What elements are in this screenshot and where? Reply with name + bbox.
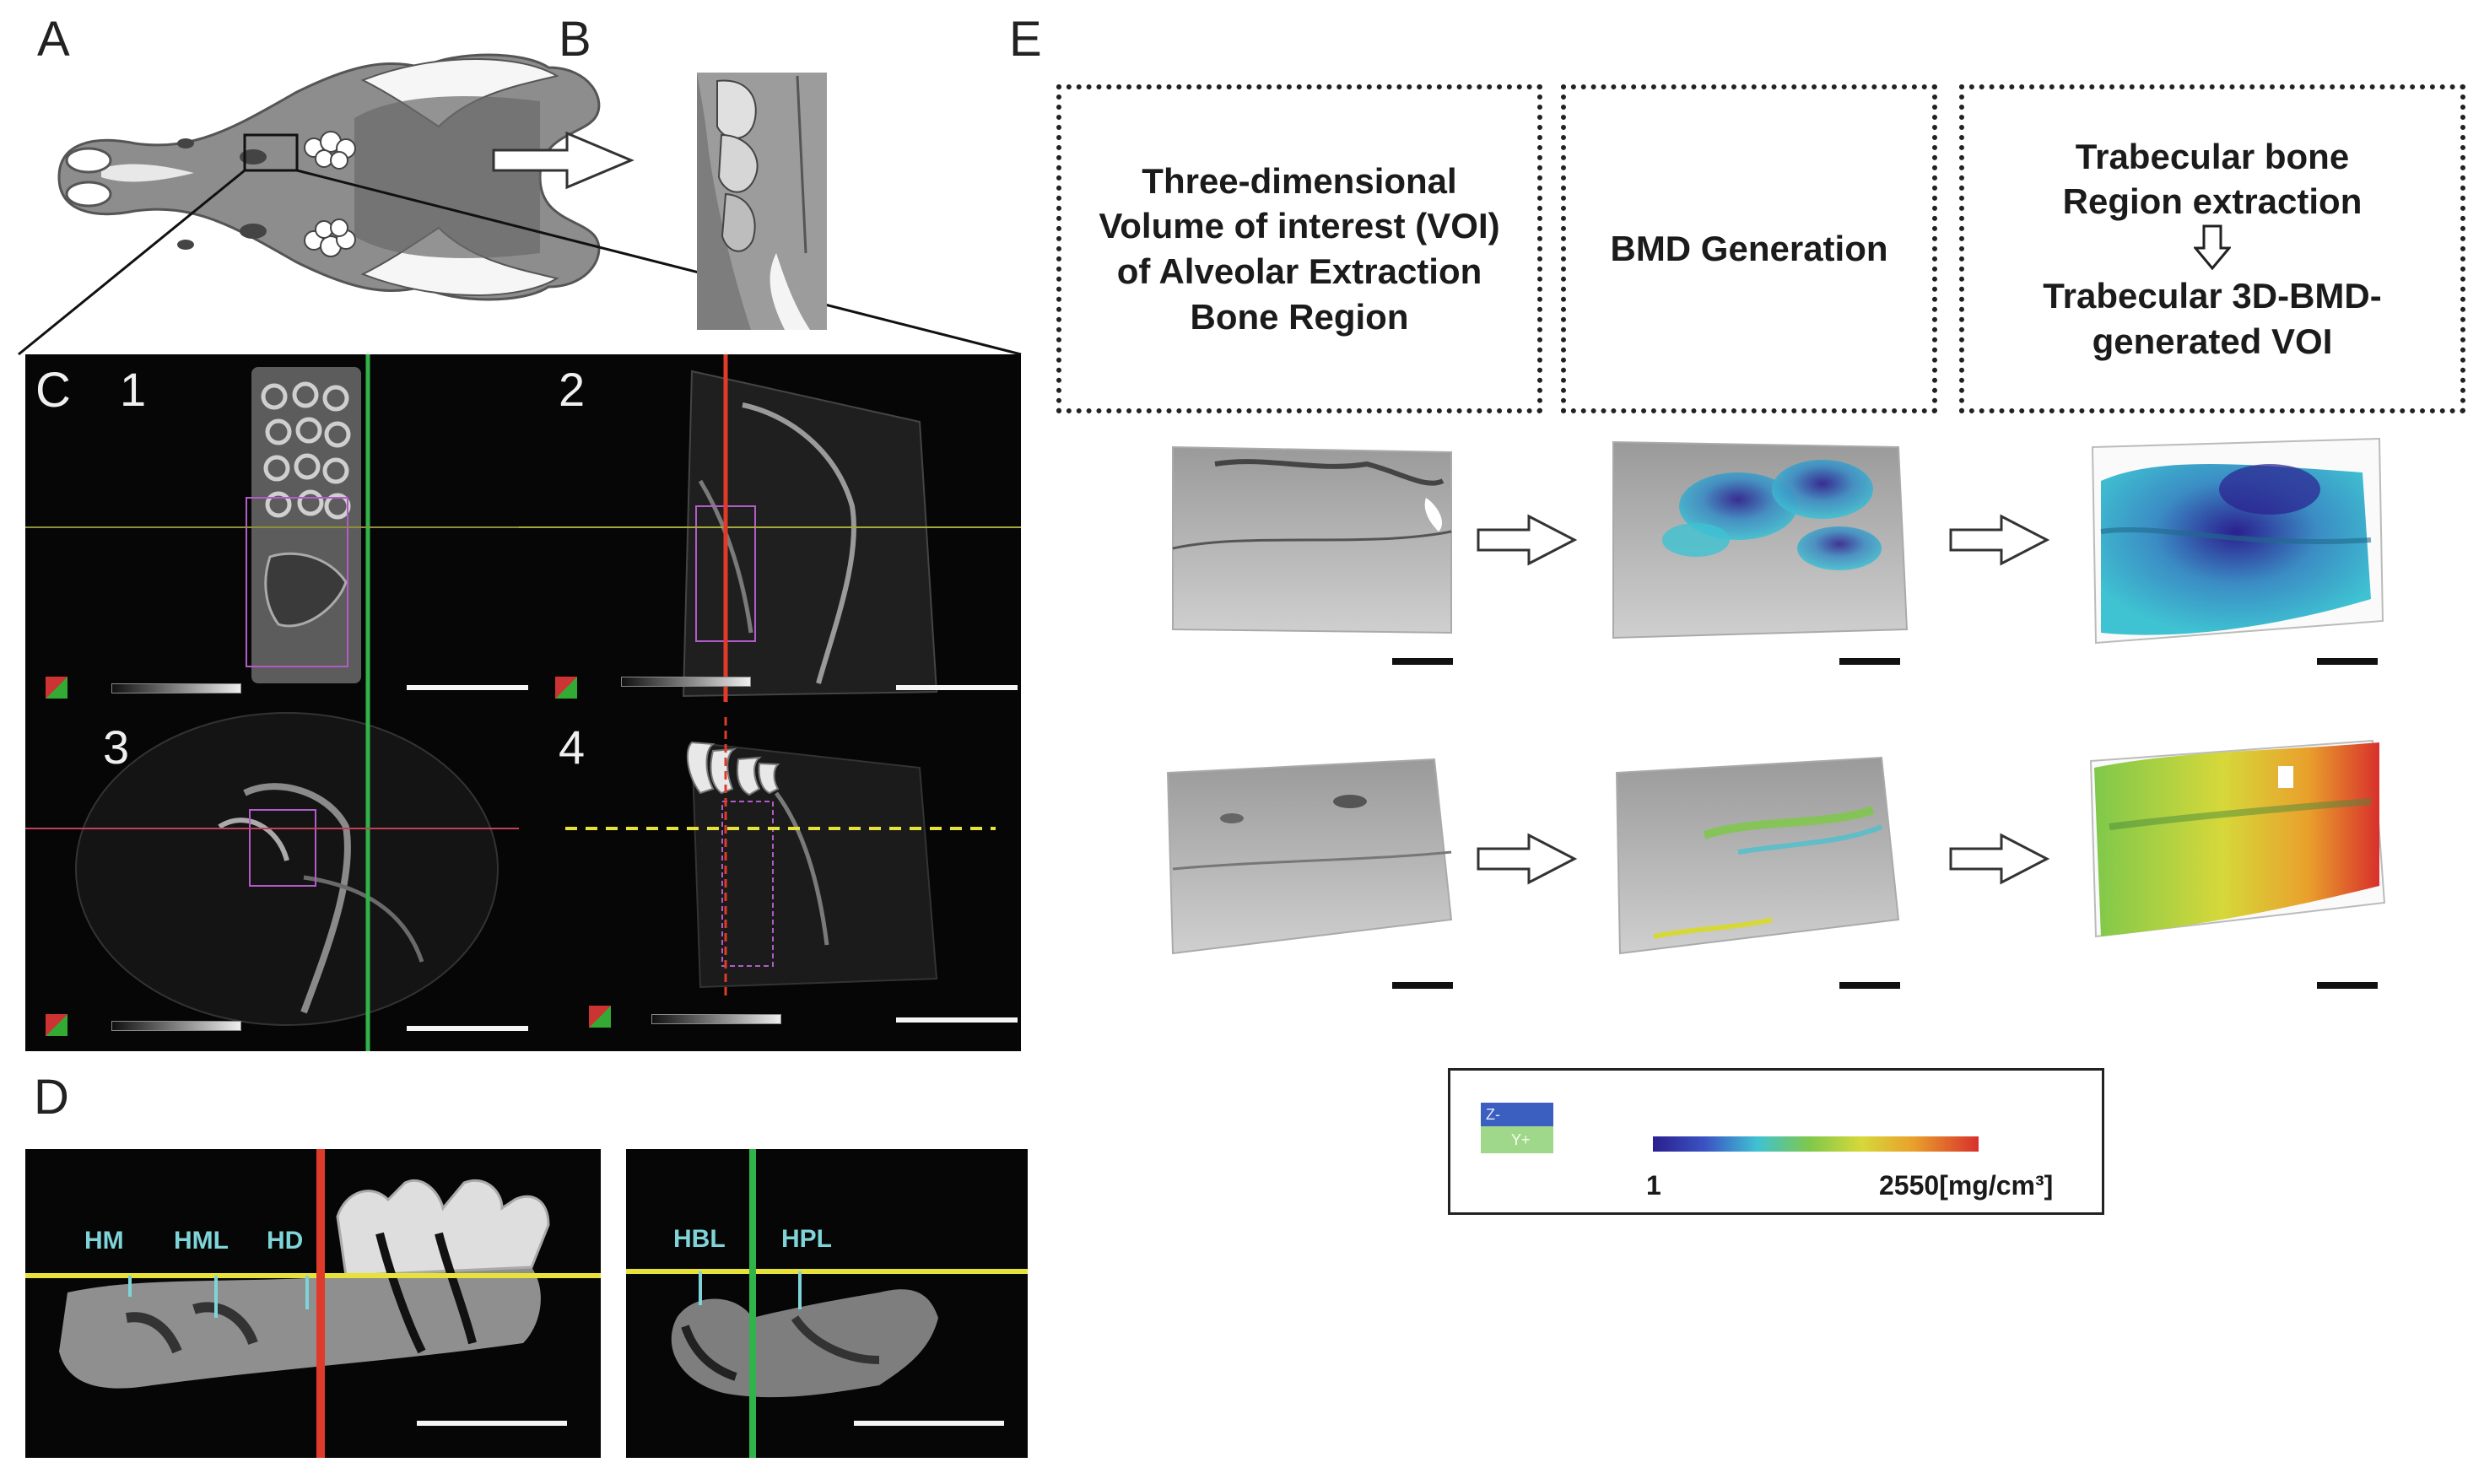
volume-rendering-grid — [1166, 437, 2386, 989]
box1-line2: Volume of interest (VOI) — [1099, 206, 1500, 246]
scale-bar — [1392, 658, 1453, 665]
down-arrow-icon — [2043, 224, 2381, 273]
label-hbl: HBL — [673, 1225, 726, 1253]
panel-label-c: C — [35, 363, 71, 418]
panel-c-drawing — [25, 354, 1021, 1051]
process-box-trabecular: Trabecular bone Region extraction Trabec… — [1959, 84, 2465, 413]
legend-min: 1 — [1646, 1170, 1661, 1201]
grayscale-bar — [111, 1021, 241, 1031]
volume-row1-raw — [1172, 445, 1452, 634]
arrow-icon — [1477, 514, 1578, 566]
grayscale-bar — [111, 683, 241, 693]
scale-bar — [1392, 982, 1453, 989]
orientation-cube-icon — [46, 677, 68, 699]
scale-bar — [417, 1421, 567, 1426]
scale-bar — [407, 685, 528, 690]
process-box-voi: Three-dimensional Volume of interest (VO… — [1056, 84, 1542, 413]
box2-line1: BMD Generation — [1610, 229, 1888, 269]
quadrant-label-1: 1 — [120, 363, 147, 416]
scale-bar — [2317, 658, 2378, 665]
grayscale-bar — [621, 677, 751, 687]
label-hd: HD — [267, 1227, 304, 1255]
bmd-colorbar — [1653, 1136, 1979, 1152]
panel-d-left-image: HM HML HD — [25, 1149, 601, 1458]
scale-bar — [1839, 658, 1900, 665]
legend-max: 2550[mg/cm³] — [1879, 1170, 2054, 1201]
label-hm: HM — [84, 1227, 124, 1255]
orientation-cube-icon — [589, 1006, 611, 1028]
axis-z-label: Z- — [1481, 1103, 1553, 1126]
label-hpl: HPL — [781, 1225, 832, 1253]
panel-d-right-image: HBL HPL — [626, 1149, 1028, 1458]
panel-c-mpr-viewer: C 1 2 3 4 — [25, 354, 1021, 1051]
scale-bar — [896, 685, 1018, 690]
quadrant-label-2: 2 — [559, 363, 586, 416]
panel-b-image — [697, 73, 827, 330]
box3-line1: Trabecular bone — [2075, 136, 2350, 176]
quadrant-label-3: 3 — [103, 720, 130, 774]
arrow-icon — [1949, 833, 2050, 885]
volume-row1-bmd — [1612, 440, 1909, 639]
panel-label-a: A — [37, 12, 70, 67]
volume-row1-trabecular — [2091, 437, 2384, 645]
scale-bar — [407, 1026, 528, 1031]
label-hml: HML — [174, 1227, 229, 1255]
scale-bar — [854, 1421, 1004, 1426]
arrow-icon — [1477, 833, 1578, 885]
skull-ct-image — [18, 53, 1022, 356]
box1-line3: of Alveolar Extraction — [1116, 251, 1482, 291]
scale-bar — [2317, 982, 2378, 989]
orientation-cube-icon — [46, 1014, 68, 1036]
scale-bar — [896, 1017, 1018, 1023]
scale-bar — [1839, 982, 1900, 989]
orientation-cube-icon — [555, 677, 577, 699]
axis-y-label: Y+ — [1481, 1126, 1553, 1153]
box3-line3: Trabecular 3D-BMD- — [2043, 276, 2382, 316]
axis-cube-icon: Z- Y+ — [1481, 1103, 1553, 1153]
volume-row2-raw — [1166, 758, 1453, 955]
panel-label-e: E — [1009, 12, 1042, 67]
arrow-icon — [1949, 514, 2050, 566]
box1-line4: Bone Region — [1190, 296, 1409, 337]
box3-line2: Region extraction — [2062, 181, 2362, 222]
volume-row2-trabecular — [2089, 739, 2386, 938]
panel-d-left-drawing — [25, 1149, 601, 1458]
box3-line4: generated VOI — [2092, 321, 2333, 361]
panel-d-right-drawing — [626, 1149, 1028, 1458]
panel-label-b: B — [559, 12, 591, 67]
process-box-bmd: BMD Generation — [1561, 84, 1937, 413]
bmd-color-legend: Z- Y+ 1 2550[mg/cm³] — [1448, 1068, 2104, 1215]
box1-line1: Three-dimensional — [1142, 160, 1457, 201]
grayscale-bar — [651, 1014, 781, 1024]
volume-row2-bmd — [1615, 756, 1900, 955]
panel-label-d: D — [34, 1070, 69, 1125]
quadrant-label-4: 4 — [559, 720, 586, 774]
